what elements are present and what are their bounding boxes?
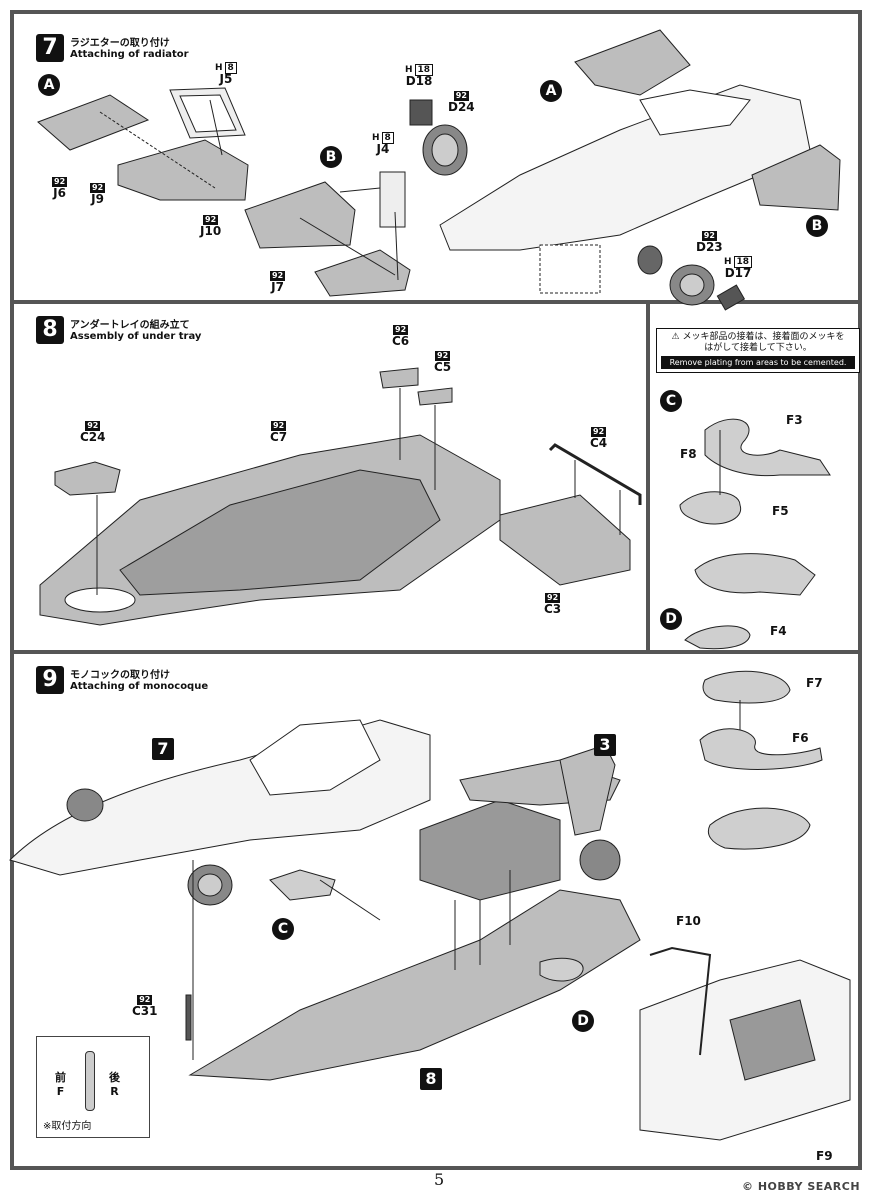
marker-a: A (38, 74, 60, 96)
plating-warning: ⚠ メッキ部品の接着は、接着面のメッキを はがして接着して下さい。 Remove… (656, 328, 860, 373)
marker-c-side: C (660, 390, 682, 412)
part-f7: F7 (806, 676, 823, 690)
marker-b-body: B (806, 215, 828, 237)
warning-icon: ⚠ (671, 332, 680, 342)
step7-title-jp: ラジエターの取り付け (70, 38, 170, 49)
part-f4: F4 (770, 624, 787, 638)
step9-title-jp: モノコックの取り付け (70, 670, 170, 681)
ref-step7: 7 (152, 738, 174, 760)
marker-d-step9: D (572, 1010, 594, 1032)
part-f8: F8 (680, 447, 697, 461)
orientation-note: ※取付方向 (43, 1121, 92, 1132)
step9-number: 9 (36, 666, 64, 694)
marker-b: B (320, 146, 342, 168)
page-number: 5 (434, 1170, 445, 1189)
marker-a-body: A (540, 80, 562, 102)
part-f10: F10 (676, 914, 701, 928)
step7-title-en: Attaching of radiator (70, 49, 189, 60)
ref-step3: 3 (594, 734, 616, 756)
c31-orientation-shape (85, 1051, 95, 1111)
part-f9: F9 (816, 1149, 833, 1163)
step8-number: 8 (36, 316, 64, 344)
step8-title-jp: アンダートレイの組み立て (70, 320, 190, 331)
part-f6: F6 (792, 731, 809, 745)
watermark: © HOBBY SEARCH (742, 1180, 861, 1193)
part-f3: F3 (786, 413, 803, 427)
step8-title-en: Assembly of under tray (70, 331, 202, 342)
step9-title-en: Attaching of monocoque (70, 681, 209, 692)
marker-c-step9: C (272, 918, 294, 940)
step7-number: 7 (36, 34, 64, 62)
ref-step8: 8 (420, 1068, 442, 1090)
part-f5: F5 (772, 504, 789, 518)
marker-d-side: D (660, 608, 682, 630)
